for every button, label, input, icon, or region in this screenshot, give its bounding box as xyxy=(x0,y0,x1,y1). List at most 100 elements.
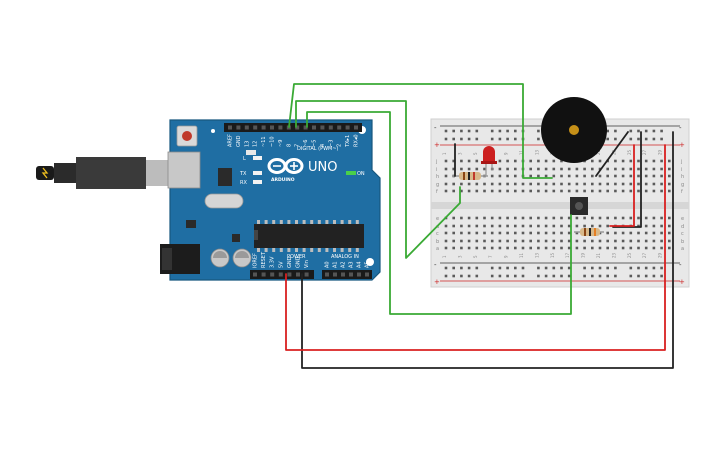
column-number: 3 xyxy=(457,152,462,155)
column-number: 13 xyxy=(534,149,539,155)
column-number: 29 xyxy=(658,149,663,155)
column-number: 19 xyxy=(581,252,586,258)
power-pin-label: 5V xyxy=(278,261,284,268)
row-letter: c xyxy=(436,231,439,237)
column-number: 3 xyxy=(457,255,462,258)
power-header-label: POWER xyxy=(287,254,306,260)
column-number: 27 xyxy=(642,252,647,258)
column-number: 29 xyxy=(658,252,663,258)
column-number: 9 xyxy=(504,255,509,258)
l-led xyxy=(253,156,262,160)
digital-pin-label: ~9 xyxy=(278,140,284,147)
arduino-logo xyxy=(267,158,304,174)
uno-label: UNO xyxy=(308,160,337,175)
column-number: 7 xyxy=(488,255,493,258)
column-number: 5 xyxy=(473,152,478,155)
rail-plus-bottom-right: + xyxy=(679,278,685,286)
pushbutton xyxy=(570,197,588,215)
analog-pin-label: A1 xyxy=(333,261,339,268)
row-letter: d xyxy=(681,224,684,230)
resistor-button xyxy=(574,228,604,236)
row-letter: b xyxy=(436,239,439,245)
digital-header-label: DIGITAL (PWM~) xyxy=(297,146,339,152)
l-label: L xyxy=(243,156,246,162)
arduino-label: ARDUINO xyxy=(271,177,295,183)
digital-pin-label: 2 xyxy=(337,144,343,147)
digital-pin-label: ~10 xyxy=(270,136,276,147)
column-number: 5 xyxy=(473,255,478,258)
column-number: 23 xyxy=(611,252,616,258)
column-number: 21 xyxy=(596,149,601,155)
digital-pin-label: GND xyxy=(236,135,242,147)
column-number: 25 xyxy=(627,252,632,258)
analog-pin-label: A3 xyxy=(349,261,355,268)
digital-pin-label: RX◂0 xyxy=(354,134,360,147)
row-letter: i xyxy=(681,167,682,173)
row-letter: h xyxy=(436,174,439,180)
power-pin-label: IOREF xyxy=(253,253,259,268)
on-led xyxy=(346,171,356,175)
column-number: 11 xyxy=(519,252,524,258)
column-number: 13 xyxy=(534,252,539,258)
rail-minus-left: - xyxy=(434,124,437,132)
row-letter: h xyxy=(681,174,684,180)
column-number: 25 xyxy=(627,149,632,155)
rail-plus-left: + xyxy=(434,141,440,149)
usb-cable xyxy=(36,157,172,189)
wire-green-pin8-buzzer xyxy=(288,83,553,179)
column-number: 1 xyxy=(442,152,447,155)
piezo-buzzer xyxy=(541,97,607,163)
column-number: 27 xyxy=(642,149,647,155)
tx-led xyxy=(253,171,262,175)
digital-pin-label: 4 xyxy=(320,144,326,147)
digital-pin-label: ~5 xyxy=(312,140,318,147)
column-number: 15 xyxy=(550,252,555,258)
digital-pin-label: 7 xyxy=(295,144,301,147)
red-led xyxy=(481,146,497,176)
wire-green-pin7-led xyxy=(295,100,461,259)
column-number: 21 xyxy=(596,252,601,258)
rx-led xyxy=(253,180,262,184)
digital-pin-label: AREF xyxy=(228,134,234,147)
power-pin-label: GND xyxy=(296,256,302,268)
wire-red-5v xyxy=(285,144,666,351)
rail-minus-right: - xyxy=(679,124,682,132)
analog-header xyxy=(322,270,372,279)
tx-label: TX xyxy=(239,171,247,177)
analog-pin-label: A0 xyxy=(325,261,331,268)
row-letter: g xyxy=(681,182,684,188)
rail-plus-bottom-left: + xyxy=(434,278,440,286)
power-pin-label: Vin xyxy=(304,260,310,268)
rail-minus-bottom-right: - xyxy=(679,261,682,269)
row-letter: e xyxy=(681,216,684,222)
row-letter: g xyxy=(436,182,439,188)
atmega-chip xyxy=(254,224,364,248)
resistor-led xyxy=(452,172,488,180)
row-letter: c xyxy=(681,231,684,237)
usb-b-port xyxy=(167,151,201,189)
row-letter: e xyxy=(436,216,439,222)
row-letter: a xyxy=(681,246,684,252)
power-pin-label: RESET xyxy=(261,251,267,268)
rail-plus-right: + xyxy=(679,141,685,149)
row-letter: f xyxy=(436,189,438,195)
digital-pin-label: ~11 xyxy=(261,136,267,147)
rx-label: RX xyxy=(240,180,247,186)
row-letter: a xyxy=(436,246,439,252)
digital-pin-label: ~3 xyxy=(328,140,334,147)
column-number: 17 xyxy=(565,252,570,258)
digital-pin-label: ~6 xyxy=(303,140,309,147)
column-number: 1 xyxy=(442,255,447,258)
wire-black-buzzer xyxy=(595,131,629,177)
wires xyxy=(285,83,674,369)
digital-pin-label: 13 xyxy=(244,141,250,147)
analog-pin-label: A2 xyxy=(341,261,347,268)
on-label: ON xyxy=(357,171,365,177)
wire-red-button xyxy=(609,144,635,227)
crystal xyxy=(204,193,244,209)
power-pin-label: 3.3V xyxy=(270,256,276,268)
row-letter: i xyxy=(436,167,437,173)
analog-header-label: ANALOG IN xyxy=(331,254,359,260)
